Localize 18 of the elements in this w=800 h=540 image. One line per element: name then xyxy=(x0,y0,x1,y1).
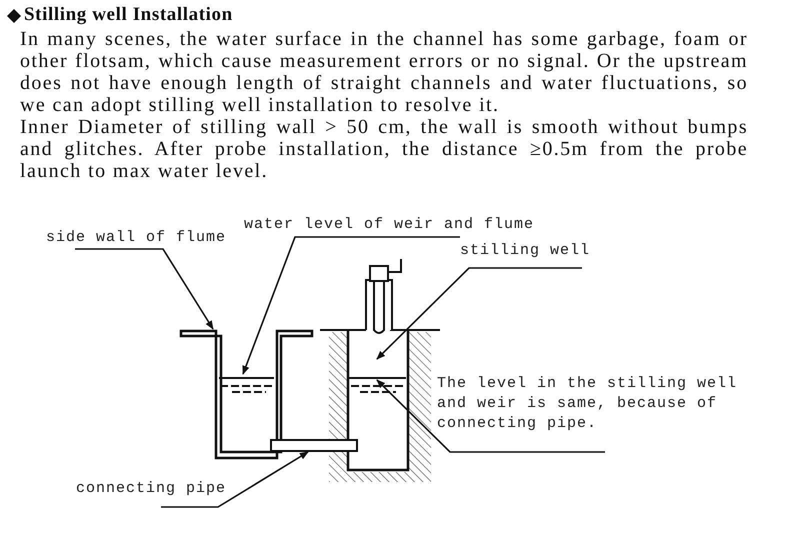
description-paragraph: In many scenes, the water surface in the channel has some garbage, foam or other flotsam, which cause measurement errors or no signal. Or the upstream does not have enough length of straight channels and water fluctuations, so we can adopt stilling well installation to resolve it. xyxy=(20,28,748,116)
leader-line xyxy=(161,451,309,508)
callout-label: stilling well xyxy=(460,241,590,261)
callout-label: side wall of flume xyxy=(46,228,226,248)
leader-line xyxy=(75,248,214,330)
flume-wall xyxy=(180,330,314,460)
water-surface-line xyxy=(219,377,274,379)
stilling-well xyxy=(346,330,410,472)
leader-line xyxy=(242,236,460,375)
leader-line xyxy=(376,267,582,360)
description-paragraph: Inner Diameter of stilling wall > 50 cm, the wall is smooth without bumps and glitches. After probe installation, the distance ≥0.5m from the probe launch to max water level. xyxy=(20,116,748,182)
connecting-pipe xyxy=(270,439,358,452)
water-surface-line xyxy=(349,377,406,379)
section-title: Stilling well Installation xyxy=(24,4,233,26)
leader-line xyxy=(376,379,605,453)
callout-label: connecting pipe xyxy=(76,479,226,499)
callout-label: The level in the stilling well and weir is same, because of connecting pipe. xyxy=(437,374,749,434)
callout-label: water level of weir and flume xyxy=(244,215,534,235)
